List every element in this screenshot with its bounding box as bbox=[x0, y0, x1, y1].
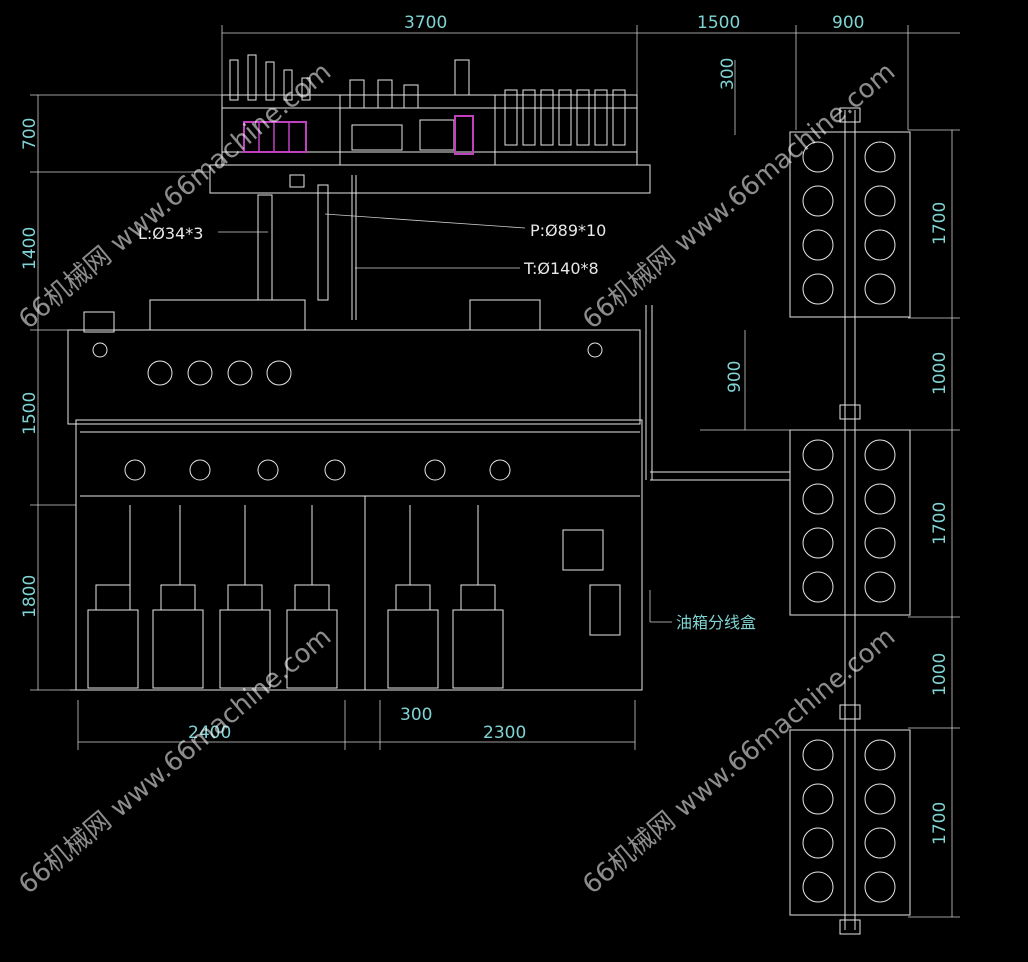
pump-motor-4 bbox=[286, 459, 346, 689]
dim-bottom-2400: 2400 bbox=[188, 723, 231, 743]
valve-group-middle bbox=[349, 59, 474, 155]
dim-left-700: 700 bbox=[20, 118, 40, 150]
cylinder-module-3 bbox=[789, 729, 911, 916]
dim-right-1000-b: 1000 bbox=[930, 653, 950, 696]
dim-top-1500: 1500 bbox=[697, 13, 740, 33]
dim-bottom-300: 300 bbox=[400, 705, 432, 725]
pump-motor-6 bbox=[452, 459, 511, 689]
dim-middle-900: 900 bbox=[725, 361, 745, 393]
valve-group-right bbox=[504, 89, 626, 146]
junction-box-label: 油箱分线盒 bbox=[676, 613, 756, 632]
pipe-label-p: P:Ø89*10 bbox=[530, 221, 606, 240]
dim-left-1800: 1800 bbox=[20, 575, 40, 618]
tank-ports bbox=[92, 342, 603, 386]
dim-left-1400: 1400 bbox=[20, 227, 40, 270]
pump-motor-5 bbox=[387, 459, 446, 689]
pump-motor-units bbox=[87, 459, 621, 689]
dimension-lines bbox=[30, 25, 960, 918]
dim-bottom-2300: 2300 bbox=[483, 723, 526, 743]
pump-motor-3 bbox=[219, 459, 279, 689]
dim-right-1700-a: 1700 bbox=[930, 202, 950, 245]
cylinder-module-2 bbox=[789, 429, 911, 616]
pipe-label-l: L:Ø34*3 bbox=[138, 224, 203, 243]
dim-top-3700: 3700 bbox=[404, 13, 447, 33]
dim-top-900: 900 bbox=[832, 13, 864, 33]
dim-right-1000-a: 1000 bbox=[930, 352, 950, 395]
valve-group-left bbox=[229, 54, 311, 153]
watermark-4: 66机械网 www.66machine.com bbox=[577, 622, 901, 901]
watermark-3: 66机械网 www.66machine.com bbox=[13, 622, 337, 901]
dim-right-1700-c: 1700 bbox=[930, 802, 950, 845]
watermarks: 66机械网 www.66machine.com 66机械网 www.66mach… bbox=[13, 57, 901, 901]
valve-manifold-assembly bbox=[209, 54, 651, 194]
pipe-runs bbox=[257, 174, 357, 320]
oil-tank bbox=[67, 299, 643, 691]
pump-motor-2 bbox=[152, 459, 211, 689]
supply-line-to-bank bbox=[645, 305, 790, 481]
watermark-1: 66机械网 www.66machine.com bbox=[13, 57, 337, 336]
pipe-label-t: T:Ø140*8 bbox=[523, 259, 599, 278]
cylinder-module-1 bbox=[789, 131, 911, 318]
cylinder-bank bbox=[789, 107, 911, 935]
circulation-pump bbox=[562, 529, 621, 636]
dim-top-300: 300 bbox=[718, 58, 738, 90]
watermark-2: 66机械网 www.66machine.com bbox=[577, 57, 901, 336]
dim-right-1700-b: 1700 bbox=[930, 502, 950, 545]
dim-left-1500: 1500 bbox=[20, 392, 40, 435]
pump-motor-1 bbox=[87, 459, 146, 689]
